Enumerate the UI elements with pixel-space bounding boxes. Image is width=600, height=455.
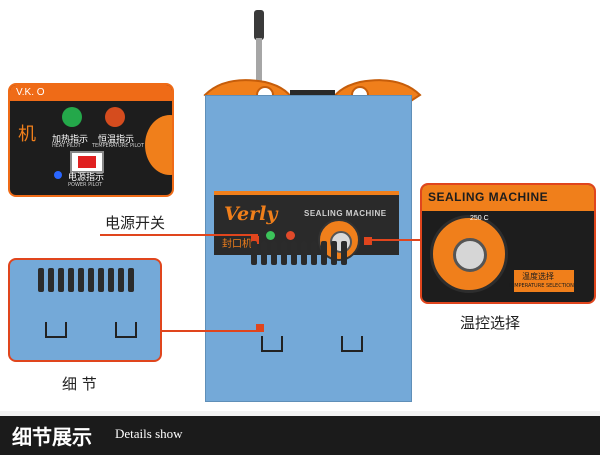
temp-select-label: 温控选择 [460,314,521,332]
heat-pilot-label-en: HEAT PILOT [52,143,81,149]
machine-handle [250,10,268,90]
vent-grille [251,241,361,291]
dial-edge [145,115,172,175]
temp-pilot-light [286,231,295,240]
power-pilot-lamp [54,171,62,179]
detail-vents [38,268,148,298]
temp-pilot-lamp [105,107,125,127]
select-label-en: TEMPERATURE SELECTION [508,283,574,289]
panel-cn-name: 封口机 [222,239,252,250]
cup-lever-left [261,336,283,352]
heat-pilot-lamp [62,107,82,127]
footer-subtitle: Details show [115,426,183,441]
temp-pilot-label-en: TEMPERATURE PILOT [92,143,145,149]
footer-top-rule [0,411,600,416]
temperature-dial[interactable] [318,219,360,261]
detail-inset [8,258,162,362]
select-label-cn: 温度选择 [522,272,554,281]
heat-pilot-light [266,231,275,240]
detail-lever-left [45,322,67,338]
callout-marker-power [251,236,259,244]
temperature-selection-inset: SEALING MACHINE 250 C 温度选择 TEMPERATURE S… [420,183,596,304]
power-pilot-label-cn: 电源指示 [68,173,105,183]
inset-dial-knob[interactable] [453,238,487,272]
footer-title: 细节展示 [12,425,92,449]
callout-marker-detail [256,324,264,332]
sealing-machine-body: Verly SEALING MACHINE 封口机 [205,95,412,402]
detail-lever-right [115,322,137,338]
brand-logo: Verly [224,203,278,225]
callout-line-power [100,234,258,236]
footer-bar: 细节展示 Details show [0,411,600,455]
control-panel: Verly SEALING MACHINE 封口机 [214,191,399,261]
callout-marker-temp [364,237,372,245]
power-switch-label: 电源开关 [105,214,166,232]
cup-lever-right [341,336,363,352]
temp-pilot-label-cn: 恒温指示 [98,135,135,145]
inset-title: SEALING MACHINE [428,190,549,204]
indicator-panel-inset: V.K. O 机 加热指示 HEAT PILOT 恒温指示 TEMPERATUR… [8,83,174,197]
heat-pilot-label-cn: 加热指示 [52,135,89,145]
callout-line-temp [365,239,423,241]
inset-machine-char: 机 [18,124,36,145]
power-pilot-label-en: POWER PILOT [68,182,103,188]
power-switch[interactable] [70,151,104,173]
inset-dial[interactable] [430,215,508,293]
callout-line-detail [158,330,260,332]
inset-brand: V.K. O [16,87,45,98]
detail-label: 细 节 [62,375,97,393]
panel-title: SEALING MACHINE [304,209,387,218]
scale-label: 250 C [470,215,489,222]
